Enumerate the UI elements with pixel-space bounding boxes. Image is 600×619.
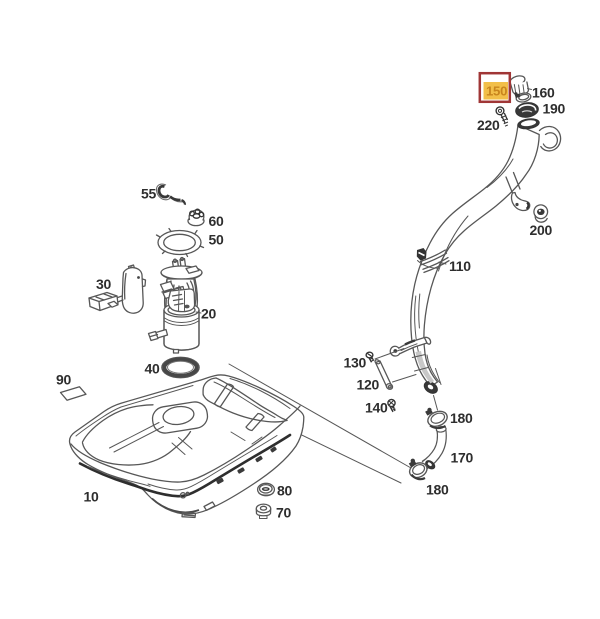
svg-text:180: 180: [426, 482, 449, 498]
svg-text:30: 30: [96, 276, 111, 292]
svg-text:90: 90: [56, 372, 71, 388]
svg-text:220: 220: [477, 117, 500, 133]
svg-text:55: 55: [141, 186, 156, 202]
svg-text:10: 10: [84, 489, 99, 505]
svg-text:20: 20: [201, 306, 216, 322]
svg-text:80: 80: [277, 483, 292, 499]
svg-text:180: 180: [450, 410, 473, 426]
svg-text:140: 140: [365, 400, 388, 416]
svg-text:160: 160: [532, 85, 555, 101]
svg-text:200: 200: [530, 222, 553, 238]
svg-text:60: 60: [209, 213, 224, 229]
svg-text:110: 110: [449, 258, 471, 274]
svg-text:70: 70: [276, 505, 291, 521]
svg-text:190: 190: [543, 101, 566, 117]
svg-text:130: 130: [344, 355, 367, 371]
svg-text:170: 170: [451, 450, 474, 466]
svg-text:50: 50: [209, 232, 224, 248]
svg-text:40: 40: [145, 361, 160, 377]
svg-text:120: 120: [357, 377, 380, 393]
svg-text:150: 150: [486, 84, 507, 99]
